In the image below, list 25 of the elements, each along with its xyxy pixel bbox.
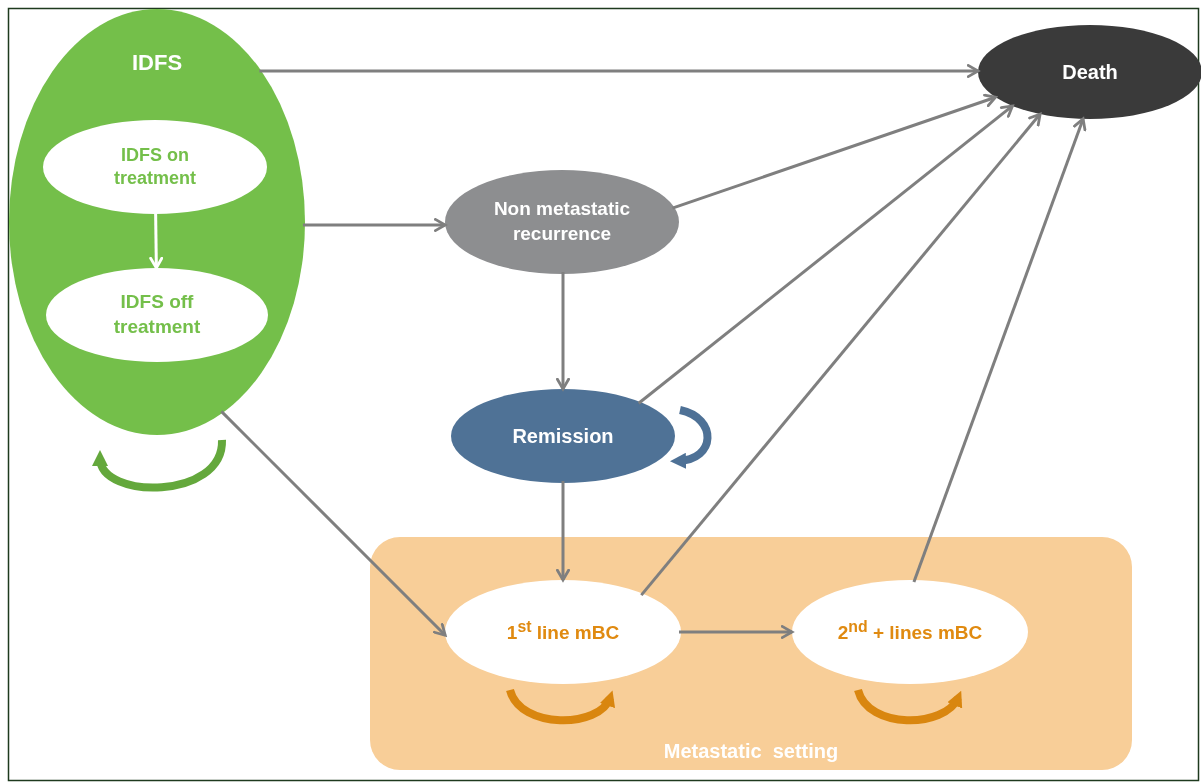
arrow [556, 481, 570, 582]
arrow [556, 272, 570, 391]
arrow [259, 64, 980, 78]
state-label: IDFS off treatment [112, 290, 202, 339]
arrow [637, 104, 1014, 405]
arrow [912, 117, 1087, 583]
arrow [679, 625, 794, 639]
loop-arrow [854, 688, 963, 725]
arrow [149, 211, 164, 270]
setting-band [370, 537, 1132, 770]
state-label: IDFS [130, 49, 184, 77]
loop-arrow [670, 406, 712, 468]
state-label: Non metastatic recurrence [492, 197, 632, 246]
arrow [220, 410, 447, 637]
state-label: Remission [512, 424, 614, 449]
arrow [671, 93, 997, 210]
group-title: Metastatic setting [662, 739, 840, 764]
arrow [640, 112, 1042, 597]
loop-arrow [94, 439, 226, 492]
state-label: 1$^{st}$ line mBC [506, 617, 620, 646]
state-label: Death [1062, 60, 1118, 85]
state-label: 2$^{nd}$ + lines mBC [837, 617, 983, 646]
loop-arrow [506, 688, 614, 725]
arrow [303, 218, 447, 232]
state-label: IDFS on treatment [113, 143, 197, 190]
